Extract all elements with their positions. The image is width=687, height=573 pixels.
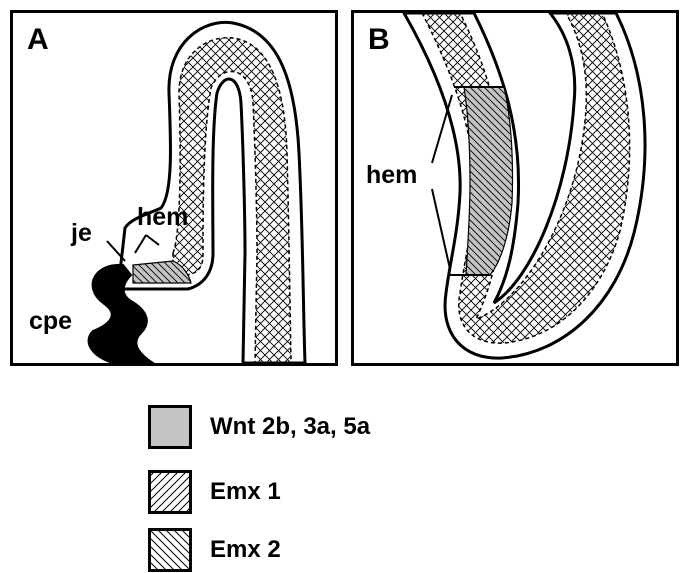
hem-label-a: hem	[137, 203, 188, 232]
cpe-label: cpe	[29, 307, 72, 336]
panel-b: B hem	[351, 10, 679, 366]
panel-a: A hem je cpe	[10, 10, 338, 366]
emx2-region	[173, 38, 291, 363]
panel-a-label: A	[27, 23, 49, 57]
legend-swatch-wnt	[148, 405, 192, 449]
legend-label-emx2: Emx 2	[210, 536, 281, 564]
legend-label-emx1: Emx 1	[210, 478, 281, 506]
je-label: je	[71, 219, 92, 248]
panel-b-label: B	[368, 23, 390, 57]
legend-swatch-emx2	[148, 528, 192, 572]
legend-label-wnt: Wnt 2b, 3a, 5a	[210, 413, 370, 441]
hem-label-b: hem	[366, 161, 417, 190]
hem-leader-lines-b	[432, 95, 452, 269]
legend-swatch-emx1	[148, 470, 192, 514]
